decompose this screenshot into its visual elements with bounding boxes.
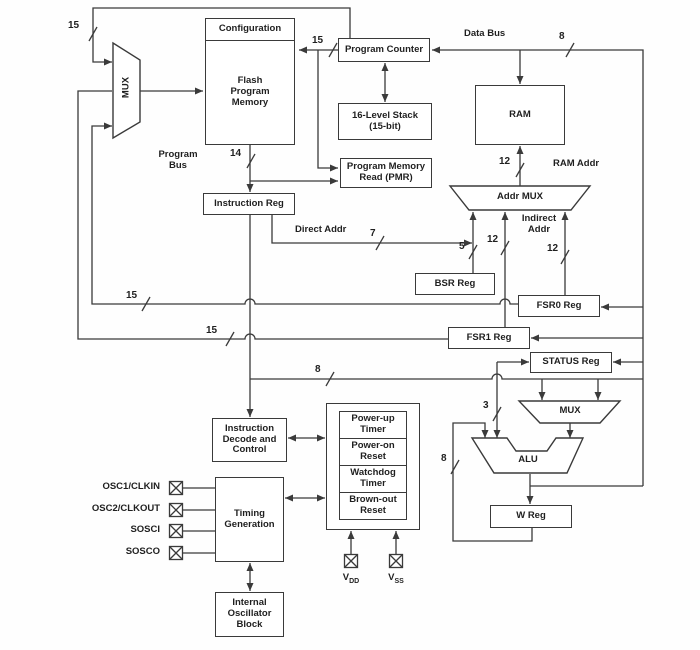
- addr-mux-shape: [448, 185, 592, 211]
- direct-addr-label: Direct Addr: [295, 224, 347, 235]
- width-ram-addr: 12: [499, 156, 511, 167]
- osc2-pin-label: OSC2/CLKOUT: [91, 503, 160, 514]
- width-status-flags: 3: [483, 400, 489, 411]
- vss-sub: SS: [394, 577, 404, 585]
- bsr-reg-block: BSR Reg: [415, 273, 495, 295]
- program-counter-block: Program Counter: [338, 38, 430, 62]
- internal-oscillator-block: Internal Oscillator Block: [215, 592, 284, 637]
- data-bus-wire: [432, 46, 644, 486]
- width-data-to-mux: 8: [315, 364, 321, 375]
- ram-block: RAM: [475, 85, 565, 145]
- program-memory-read-block: Program Memory Read (PMR): [340, 158, 432, 188]
- sosco-pin-icon: [168, 545, 184, 561]
- vss-pin-icon: [388, 553, 404, 569]
- osc1-pin-icon: [168, 480, 184, 496]
- fsr0-reg-block: FSR0 Reg: [518, 295, 600, 317]
- status-reg-block: STATUS Reg: [530, 352, 612, 373]
- width-direct-addr: 7: [370, 228, 376, 239]
- timing-generation-block: Timing Generation: [215, 477, 284, 562]
- fsr1-reg-block: FSR1 Reg: [448, 327, 530, 349]
- instruction-decode-block: Instruction Decode and Control: [212, 418, 287, 462]
- flash-program-memory-block: Flash Program Memory: [205, 40, 295, 145]
- vss-pin-label: VSS: [381, 572, 411, 586]
- wreg-feedback-wire: [452, 422, 533, 542]
- sosci-pin-label: SOSCI: [130, 524, 160, 535]
- width-pc-addr: 15: [312, 35, 324, 46]
- w-reg-block: W Reg: [490, 505, 572, 528]
- vdd-pin-label: VDD: [336, 572, 366, 586]
- direct-addr-wire: [271, 215, 472, 247]
- power-up-timer-block: Power-up Timer: [339, 411, 407, 439]
- pc-to-mux-wire: [92, 7, 351, 66]
- width-fsr1-indirect: 12: [487, 234, 499, 245]
- data8-wire: [250, 373, 643, 380]
- addr-to-pmr-wire: [317, 50, 338, 172]
- width-bsr: 5: [459, 241, 465, 252]
- configuration-block: Configuration: [205, 18, 295, 41]
- brown-out-reset-block: Brown-out Reset: [339, 492, 407, 520]
- osc1-pin-label: OSC1/CLKIN: [102, 481, 160, 492]
- bus-width-slashes: [88, 26, 575, 475]
- alu-label: ALU: [518, 454, 538, 465]
- power-on-reset-block: Power-on Reset: [339, 438, 407, 466]
- program-mux-shape: [112, 41, 141, 140]
- addr-mux-label: Addr MUX: [497, 191, 543, 202]
- width-instruction: 14: [230, 148, 242, 159]
- ram-addr-label: RAM Addr: [553, 158, 600, 169]
- vss-base: V: [388, 572, 395, 583]
- data-bus-label: Data Bus: [464, 28, 506, 39]
- width-fsr0-indirect: 12: [547, 243, 559, 254]
- alu-shape: [470, 437, 585, 474]
- sosci-pin-icon: [168, 523, 184, 539]
- width-w-feedback: 8: [441, 453, 447, 464]
- vdd-pin-icon: [343, 553, 359, 569]
- stack-block: 16-Level Stack (15-bit): [338, 103, 432, 140]
- width-fsr1-program: 15: [206, 325, 218, 336]
- instruction-reg-block: Instruction Reg: [203, 193, 295, 215]
- alu-mux-shape: [517, 400, 622, 424]
- osc2-pin-icon: [168, 502, 184, 518]
- vdd-base: V: [342, 572, 350, 583]
- indirect-addr-label: Indirect Addr: [521, 213, 557, 235]
- program-mux-label: MUX: [120, 76, 132, 99]
- watchdog-timer-block: Watchdog Timer: [339, 465, 407, 493]
- width-fsr0-program: 15: [126, 290, 138, 301]
- width-pc-to-flash-mux: 15: [68, 20, 80, 31]
- alu-mux-label: MUX: [559, 405, 581, 416]
- fsr0-program-wire: [91, 122, 518, 305]
- sosco-pin-label: SOSCO: [125, 546, 160, 557]
- width-data-bus: 8: [559, 31, 565, 42]
- fsr1-program-wire: [77, 90, 448, 340]
- vdd-sub: DD: [349, 577, 360, 585]
- program-bus-label: Program Bus: [158, 149, 198, 171]
